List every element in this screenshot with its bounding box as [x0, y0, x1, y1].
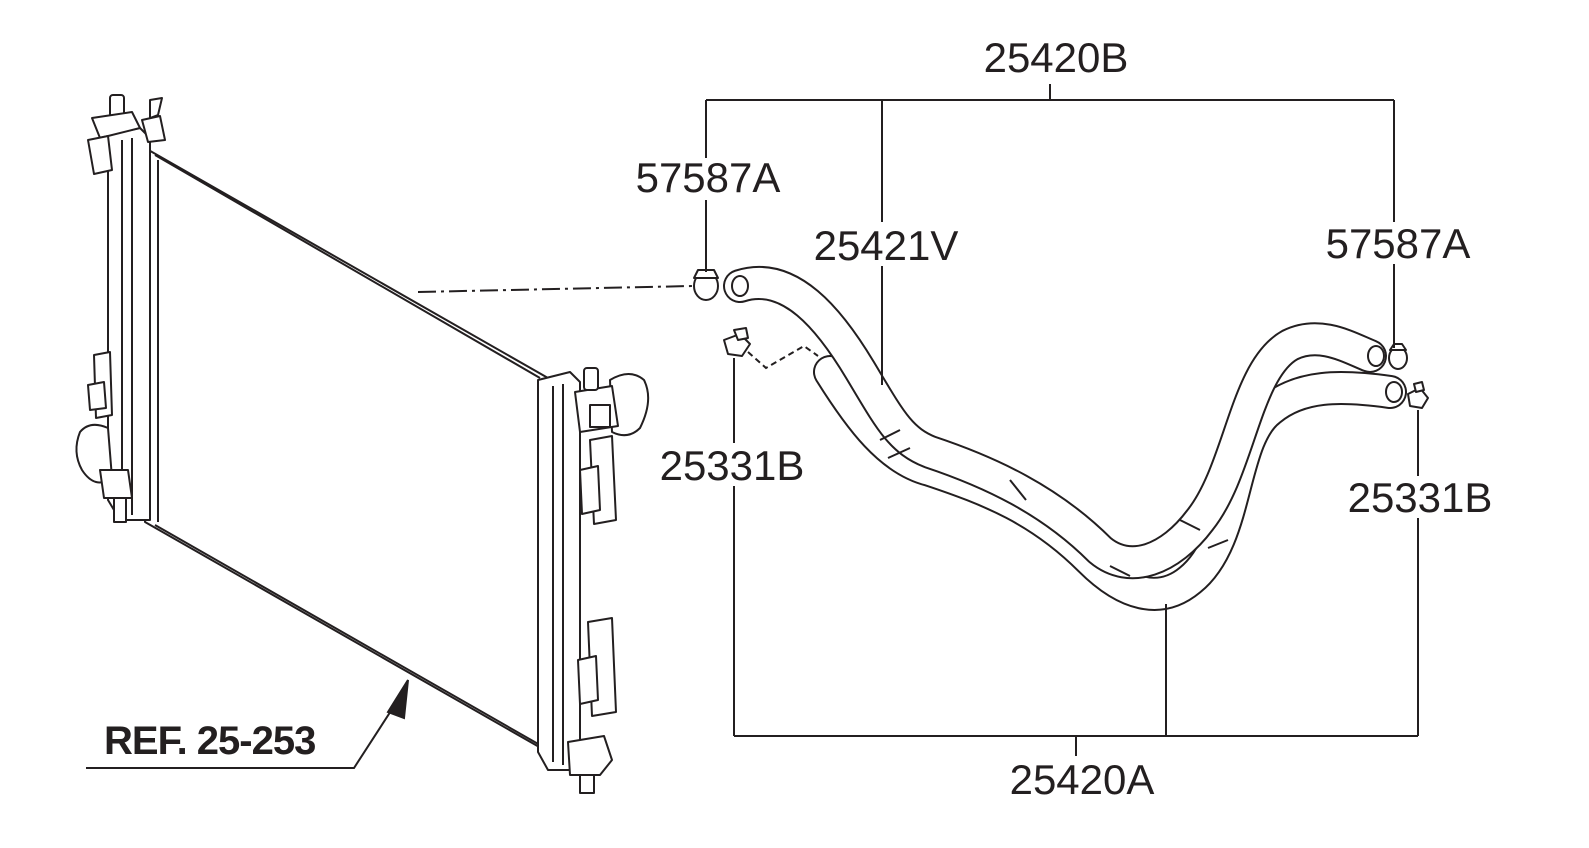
- label-25331b-right: 25331B: [1348, 474, 1493, 521]
- label-25421v: 25421V: [814, 222, 959, 269]
- label-57587a-right: 57587A: [1326, 220, 1471, 267]
- clamp-left-icon: [693, 269, 719, 301]
- leader-lines: [86, 84, 1419, 769]
- clamp-right-icon: [1388, 343, 1408, 370]
- label-25331b-left: 25331B: [660, 442, 805, 489]
- label-reference: REF. 25-253: [104, 719, 315, 763]
- fitting-right-icon: [1407, 381, 1429, 409]
- fitting-left-icon: [723, 327, 751, 357]
- radiator-assembly: [75, 94, 650, 794]
- hose-assembly: [723, 266, 1407, 611]
- label-25420b: 25420B: [984, 34, 1129, 81]
- label-57587a-left: 57587A: [636, 154, 781, 201]
- label-25420a: 25420A: [1010, 756, 1155, 803]
